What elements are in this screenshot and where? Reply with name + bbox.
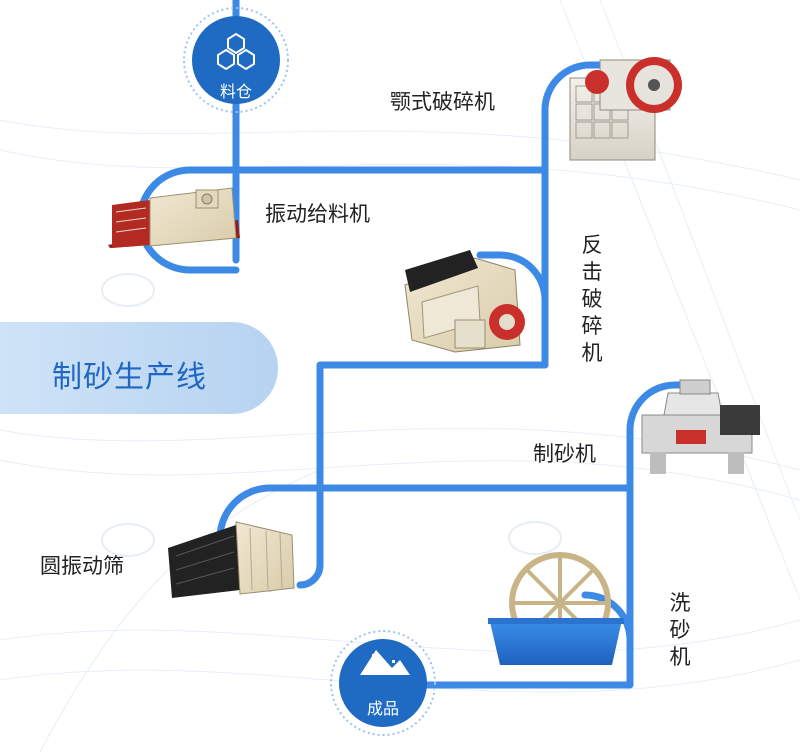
sand-washer-image bbox=[488, 552, 624, 665]
impact-crusher-label: 反击破碎机 bbox=[581, 233, 603, 365]
flow-segment-to-sand-maker bbox=[316, 381, 694, 492]
jaw-crusher-label: 颚式破碎机 bbox=[390, 90, 495, 114]
vibrating-feeder-image bbox=[108, 187, 240, 248]
title-banner bbox=[0, 322, 278, 414]
sand-maker-image bbox=[641, 379, 760, 474]
sand-pile-icon bbox=[360, 650, 410, 675]
flow-segment-screen-down bbox=[296, 484, 324, 589]
sand-washer-label: 洗砂机 bbox=[669, 591, 691, 669]
flow-segment-washer-arc bbox=[581, 591, 634, 644]
silo-label: 料仓 bbox=[219, 82, 252, 101]
vibrating-feeder-label: 振动给料机 bbox=[265, 202, 370, 226]
watermark-logos bbox=[101, 273, 562, 557]
sand-maker-label: 制砂机 bbox=[533, 442, 596, 466]
silo-badge bbox=[183, 7, 289, 113]
flow-segment-impact-arc bbox=[476, 251, 549, 304]
product-badge bbox=[330, 630, 436, 736]
round-screen-label: 圆振动筛 bbox=[40, 554, 124, 578]
jaw-crusher-image bbox=[569, 57, 682, 161]
round-screen-image bbox=[168, 521, 295, 598]
page-title: 制砂生产线 bbox=[52, 360, 207, 395]
flow-segment-sand-maker-down bbox=[416, 484, 634, 689]
product-label: 成品 bbox=[366, 699, 399, 718]
flow-segment-impact-to-left bbox=[316, 351, 549, 514]
flow-segment-to-jaw bbox=[232, 61, 609, 174]
cubes-icon bbox=[217, 32, 255, 71]
impact-crusher-image bbox=[404, 250, 525, 353]
